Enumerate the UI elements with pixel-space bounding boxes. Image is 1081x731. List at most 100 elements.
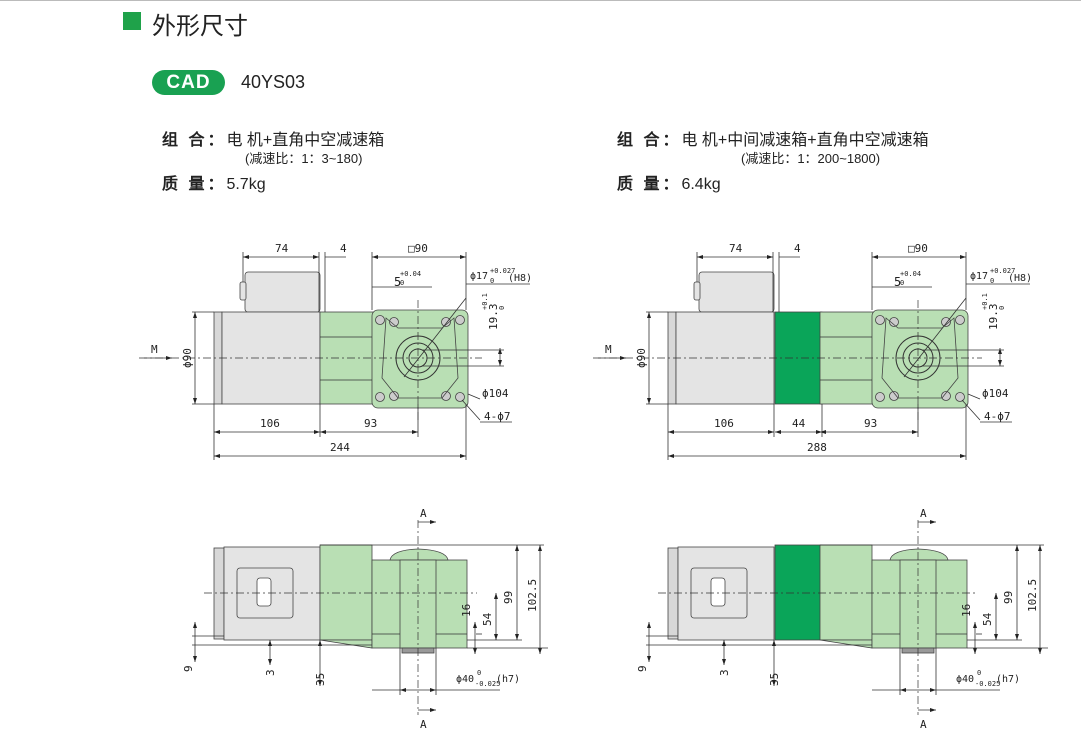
section-arrow-head xyxy=(430,520,436,524)
bolt-hole xyxy=(889,391,899,401)
bore-leader xyxy=(903,297,967,378)
weight-label: 质 量： xyxy=(617,176,682,193)
dim-key-tol-up: +0.04 xyxy=(900,270,921,278)
cad-download-button[interactable]: CAD xyxy=(152,70,225,95)
combo-label: 组 合： xyxy=(617,132,682,149)
bolt-hole xyxy=(455,392,465,402)
bore-leader xyxy=(403,297,467,378)
combination-spec-2: 组 合：电 机+中间减速箱+直角中空减速箱 xyxy=(617,126,929,150)
dim-3-label: 3 xyxy=(718,669,731,676)
dim-pcd-label: ϕ104 xyxy=(482,387,509,400)
intermediate-gearbox xyxy=(774,544,823,641)
combo-value: 电 机+中间减速箱+直角中空减速箱 xyxy=(681,132,929,149)
bolt-hole xyxy=(941,317,951,327)
bolt-hole xyxy=(375,392,385,402)
dim-shaft-label: ϕ40 xyxy=(956,674,974,685)
dim-3-arrows xyxy=(268,640,272,665)
gearbox-taper xyxy=(319,639,373,649)
gearbox-body xyxy=(819,544,873,641)
hub-cap xyxy=(889,548,949,561)
flange-outline xyxy=(881,317,959,399)
dim-35-label: 35 xyxy=(314,673,327,686)
gearbox-taper xyxy=(819,639,873,649)
dim-shaft-tol-lo: -0.025 xyxy=(975,680,1000,688)
gearbox-body xyxy=(319,544,373,641)
section-arrow-head xyxy=(930,520,936,524)
dim-shaft-tol-up: 0 xyxy=(977,669,981,677)
weight-value: 5.7kg xyxy=(226,176,266,193)
dim-bore-fit: (H8) xyxy=(1008,273,1032,284)
bolt-hole xyxy=(889,317,899,327)
dim-93-label: 93 xyxy=(864,417,877,430)
motor-body xyxy=(677,546,775,641)
nameplate xyxy=(710,577,726,607)
dim-99-label: 99 xyxy=(1002,591,1015,604)
ratio-2: (减速比：1：200~1800) xyxy=(741,151,881,166)
section-a-top: A xyxy=(920,507,927,520)
dim-19-3-arrows xyxy=(998,348,1002,366)
leader xyxy=(961,399,981,421)
section-arrow-head xyxy=(930,708,936,712)
dim-99-label: 99 xyxy=(502,591,515,604)
weight-spec-1: 质 量：5.7kg xyxy=(162,170,266,194)
dim-102-5-label: 102.5 xyxy=(526,579,539,612)
dim-bore-tol-up: +0.027 xyxy=(490,267,515,275)
bolt-hole xyxy=(389,317,399,327)
combo-value: 电 机+直角中空减速箱 xyxy=(226,132,385,149)
input-direction-label: M xyxy=(151,343,158,356)
gearbox-flange xyxy=(871,309,969,409)
dim-3-arrows xyxy=(722,640,726,665)
ratio-1: (减速比：1：3~180) xyxy=(245,151,363,166)
dim-16-label: 16 xyxy=(460,604,473,617)
dim-shaft-fit: (h7) xyxy=(496,674,520,685)
dim-sq90-label: □90 xyxy=(908,242,928,255)
input-arrow-head xyxy=(166,356,172,360)
dim-3-label: 3 xyxy=(264,669,277,676)
dim-bore-tol-up: +0.027 xyxy=(990,267,1015,275)
motor-end-cap xyxy=(213,547,225,640)
dim-key-label: 5 xyxy=(894,275,901,289)
bolt-hole xyxy=(955,392,965,402)
dim-holes-label: 4-ϕ7 xyxy=(984,410,1011,423)
bolt-hole xyxy=(375,315,385,325)
dim-19-3-tol-up: +0.1 xyxy=(481,293,489,310)
dim-bore-label: ϕ17 xyxy=(470,271,488,282)
bolt-hole xyxy=(875,392,885,402)
dim-19-3-tol-up: +0.1 xyxy=(981,293,989,310)
bolt-hole xyxy=(455,315,465,325)
cable-gland xyxy=(693,281,701,301)
input-arrow-head xyxy=(620,356,626,360)
dim-shaft-label: ϕ40 xyxy=(456,674,474,685)
dim-sq90-label: □90 xyxy=(408,242,428,255)
section-a-top: A xyxy=(420,507,427,520)
dim-shaft-tol-up: 0 xyxy=(477,669,481,677)
dim-holes-label: 4-ϕ7 xyxy=(484,410,511,423)
dim-key-tol-lo: 0 xyxy=(400,279,404,287)
dim-102-5-label: 102.5 xyxy=(1026,579,1039,612)
dim-key-tol-lo: 0 xyxy=(900,279,904,287)
gearbox-flange xyxy=(371,309,469,409)
dim-9-label: 9 xyxy=(182,665,195,672)
dim-phi90-label: ϕ90 xyxy=(181,348,194,368)
dim-54-label: 54 xyxy=(981,612,994,626)
terminal-box xyxy=(698,271,775,313)
dim-shaft-fit: (h7) xyxy=(996,674,1020,685)
bolt-hole xyxy=(875,315,885,325)
dim-4-label: 4 xyxy=(794,242,801,255)
leader xyxy=(461,399,481,421)
section-title: 外形尺寸 xyxy=(152,13,248,40)
dim-phi90-label: ϕ90 xyxy=(635,348,648,368)
motor-body xyxy=(223,546,321,641)
bolt-hole xyxy=(441,391,451,401)
dim-74-label: 74 xyxy=(275,242,289,255)
section-a-bottom: A xyxy=(920,718,927,731)
dim-key-tol-up: +0.04 xyxy=(400,270,421,278)
dim-106-label: 106 xyxy=(714,417,734,430)
hub-cap xyxy=(389,548,449,561)
dim-total-label: 288 xyxy=(807,441,827,454)
